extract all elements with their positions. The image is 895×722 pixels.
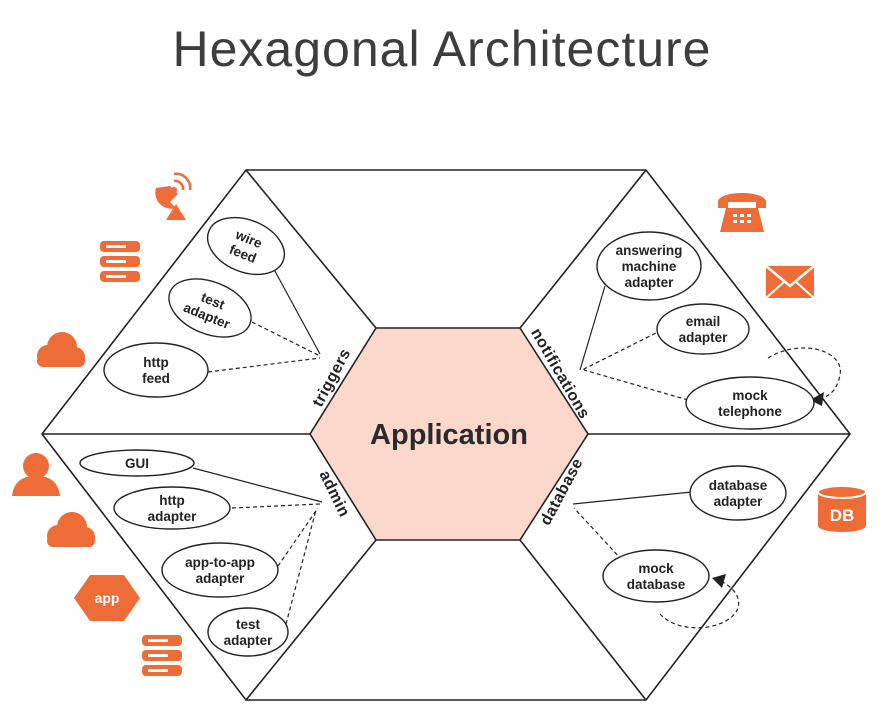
adapter-label-line: test xyxy=(236,617,261,632)
adapters: wirefeedtestadapterhttpfeedansweringmach… xyxy=(79,216,815,657)
cloud-icon xyxy=(47,512,95,547)
envelope-icon xyxy=(765,265,815,299)
adapter-ellipse xyxy=(689,465,787,521)
database-icon-label: DB xyxy=(830,506,855,525)
adapter-ellipse xyxy=(113,486,231,530)
adapter-label-line: feed xyxy=(142,371,170,386)
adapter-ellipse xyxy=(685,376,815,430)
database-icon: DB xyxy=(817,485,867,532)
adapter-label-line: adapter xyxy=(625,275,675,290)
adapter-label-line: GUI xyxy=(125,456,149,471)
telephone-icon xyxy=(718,193,766,232)
adapter-label-line: adapter xyxy=(679,330,729,345)
adapter-label-line: adapter xyxy=(148,509,198,524)
cloud-icon xyxy=(37,332,85,367)
adapter-label-line: adapter xyxy=(196,571,246,586)
satellite-dish-icon xyxy=(155,172,192,220)
outer-hexagon xyxy=(40,169,852,701)
adapter-label-line: machine xyxy=(622,259,677,274)
adapter-label-line: email xyxy=(686,314,721,329)
adapter-label-line: adapter xyxy=(714,494,764,509)
adapter-ellipse xyxy=(207,607,289,657)
adapter-label-line: adapter xyxy=(224,633,274,648)
adapter-ellipse xyxy=(206,216,286,276)
adapter-label-line: database xyxy=(627,577,686,592)
adapter-ellipse xyxy=(161,542,279,598)
adapter-label-line: app-to-app xyxy=(185,555,255,570)
application-core: Application xyxy=(309,327,589,541)
adapter-ellipse xyxy=(656,303,750,355)
adapter-label-line: http xyxy=(159,493,184,508)
user-icon xyxy=(12,453,60,496)
page-title: Hexagonal Architecture xyxy=(173,21,712,77)
mock-database-loop-arrow xyxy=(659,574,740,629)
adapter-label-line: database xyxy=(709,478,768,493)
adapter-label-line: answering xyxy=(616,243,683,258)
adapter-ellipse xyxy=(79,449,195,477)
adapter-label-line: http xyxy=(143,355,168,370)
mock-telephone-loop-arrow xyxy=(767,347,841,406)
adapter-label-line: telephone xyxy=(718,404,782,419)
app-icon-label: app xyxy=(95,590,120,606)
adapter-admin-1: GUI xyxy=(79,449,195,477)
adapter-ellipse xyxy=(596,231,702,301)
connector-lines xyxy=(192,261,693,625)
adapter-label-line: mock xyxy=(638,561,674,576)
adapter-label-line: mock xyxy=(732,388,768,403)
server-icon xyxy=(100,241,140,282)
app-icon: app xyxy=(74,575,140,621)
adapter-ellipse xyxy=(103,342,209,398)
application-label: Application xyxy=(370,419,528,451)
adapter-ellipse xyxy=(168,278,252,338)
adapter-ellipse xyxy=(602,549,710,603)
server-icon xyxy=(142,635,182,676)
